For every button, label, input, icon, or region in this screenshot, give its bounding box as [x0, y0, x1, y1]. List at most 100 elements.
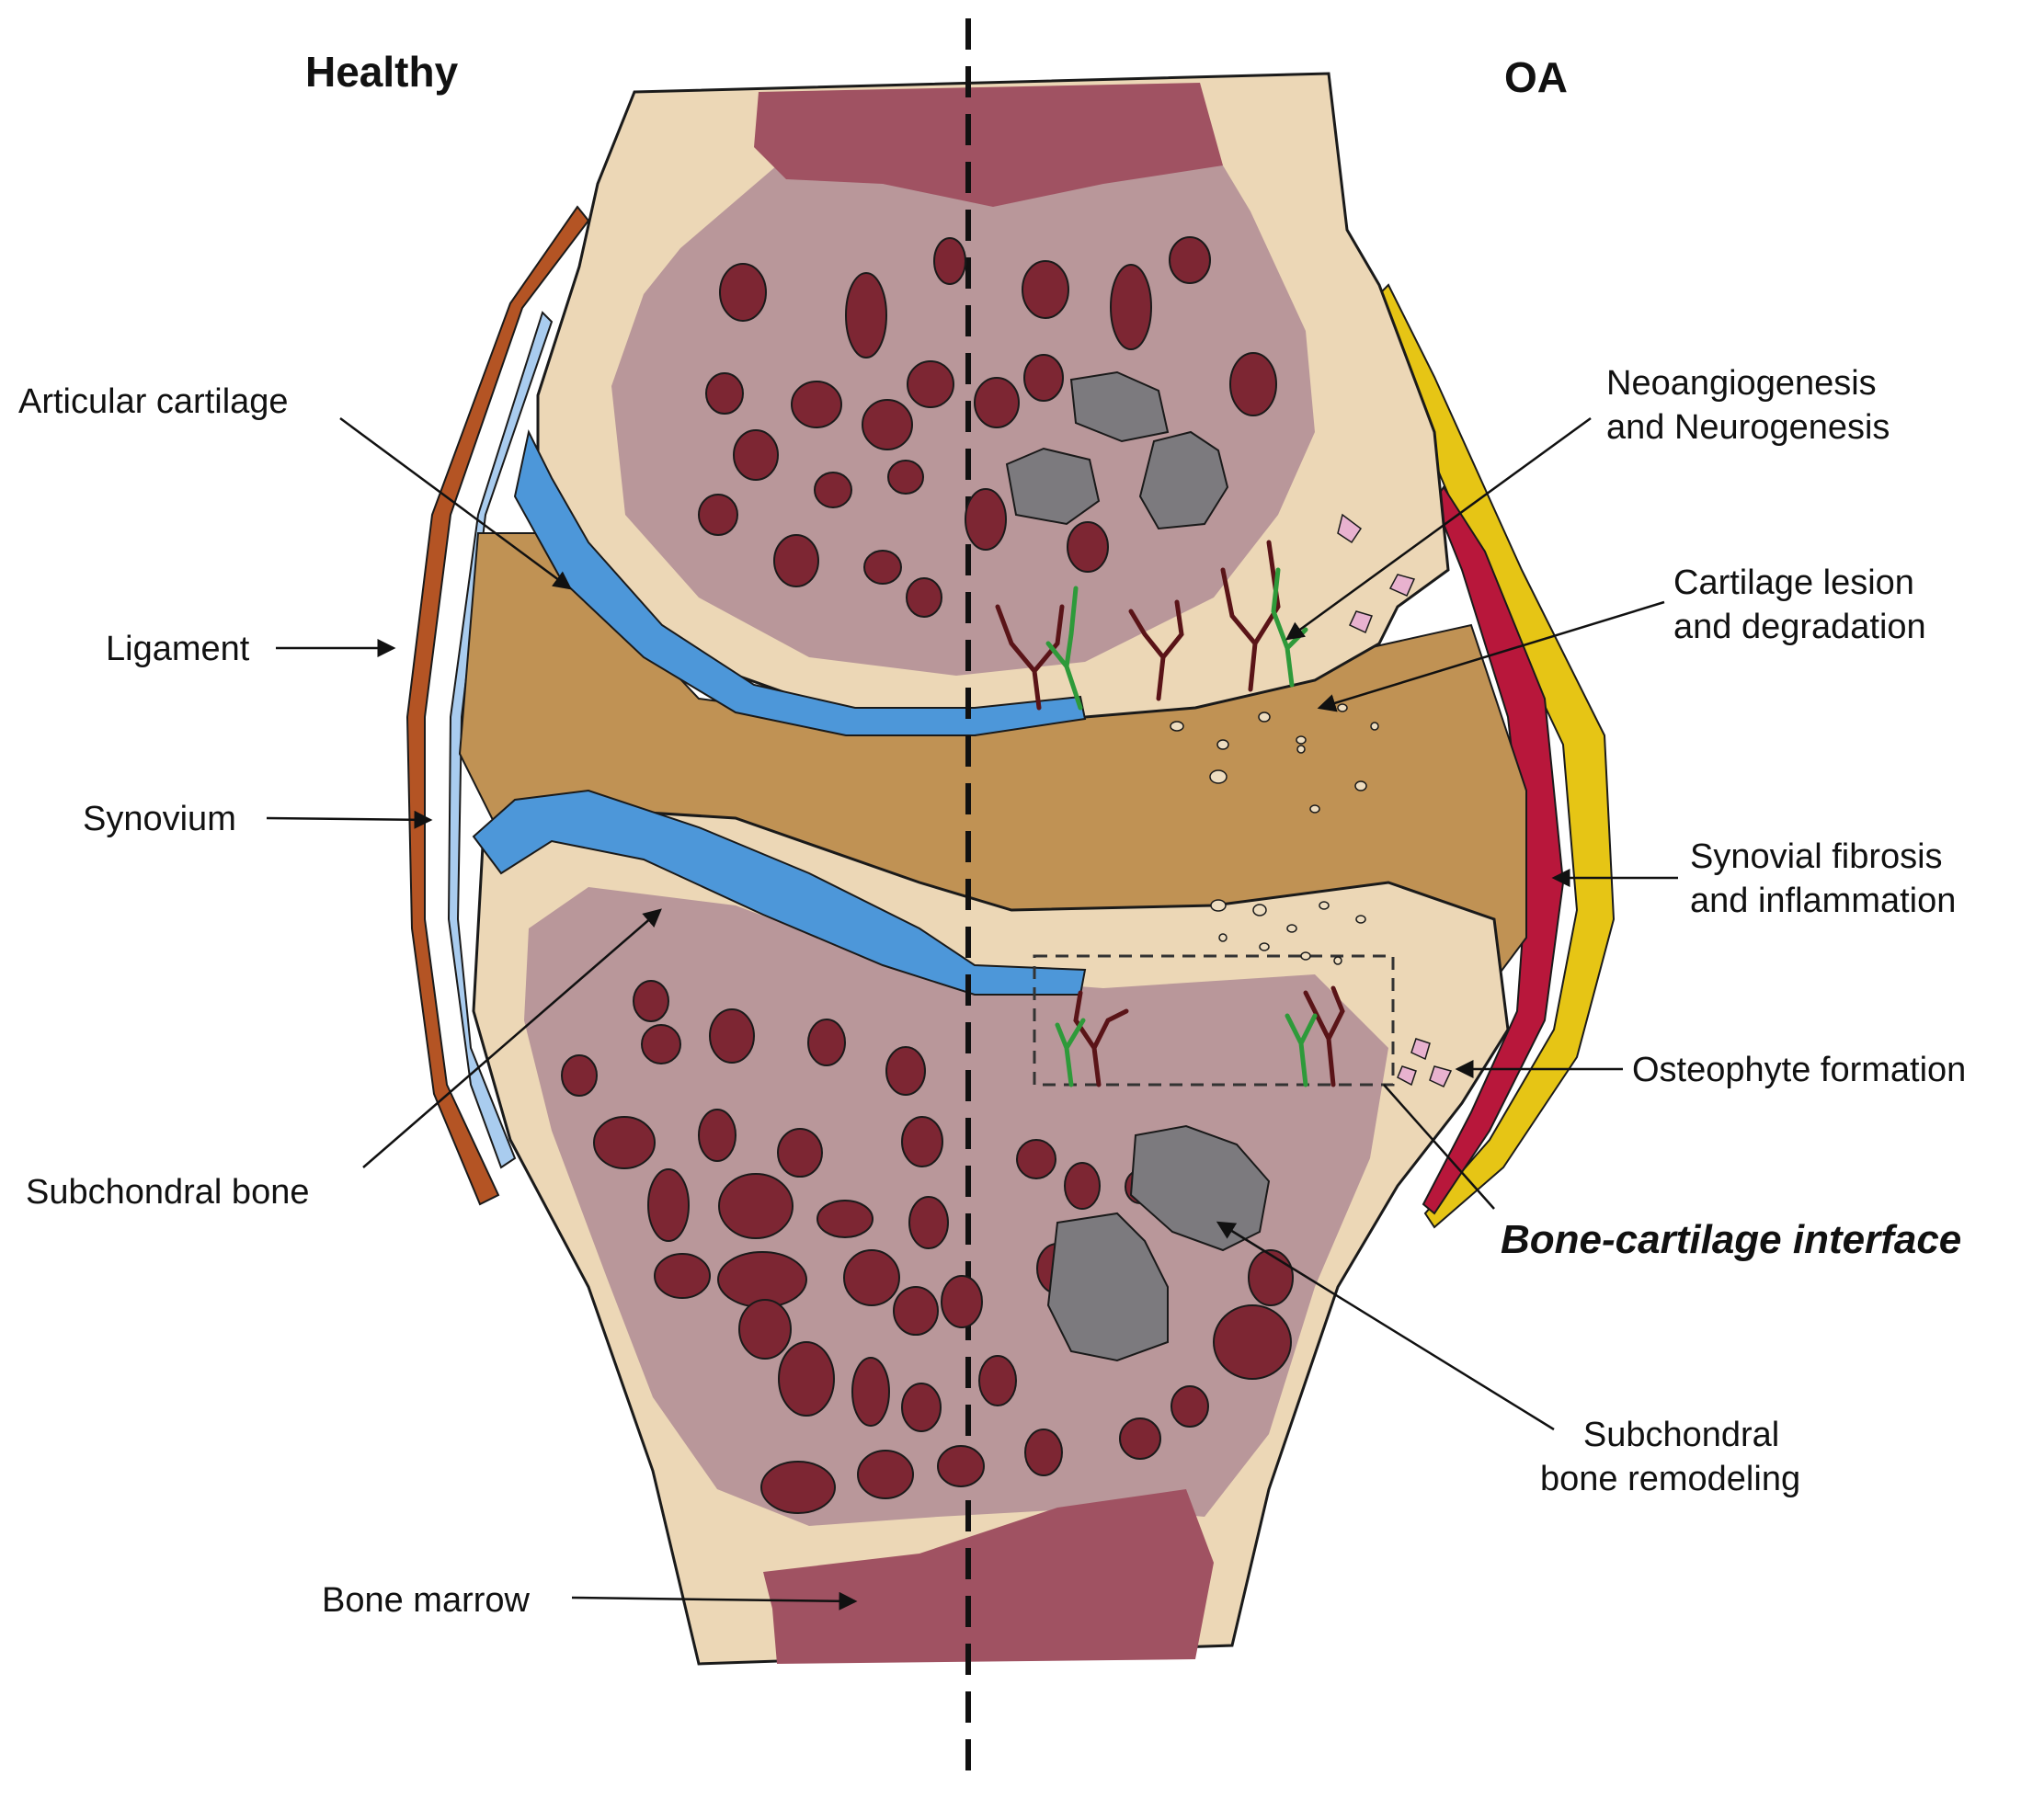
vessel-3 [1073, 990, 1129, 1087]
pore-1 [845, 272, 887, 359]
arrow-neoangiogenesis [1285, 416, 1592, 641]
pore-6 [705, 372, 744, 415]
osteophyte-4 [1397, 1065, 1417, 1087]
trabecular-pores [561, 236, 1294, 1514]
pore-52 [1170, 1385, 1209, 1428]
label-cartilage-lesion-line1: Cartilage lesion [1673, 563, 1914, 602]
pore-27 [561, 1054, 598, 1097]
pore-33 [718, 1173, 794, 1239]
pore-17 [773, 534, 819, 587]
fragment-5 [1370, 722, 1379, 731]
fragment-3 [1296, 735, 1307, 745]
pore-29 [698, 1109, 737, 1162]
arrow-subchondral-bone [362, 908, 662, 1168]
pore-32 [647, 1168, 690, 1242]
arrow-bone-marrow [571, 1591, 858, 1611]
fragment-9 [1309, 804, 1320, 814]
pore-37 [654, 1253, 711, 1299]
pore-50 [1024, 1429, 1063, 1476]
bone-cartilage-interface-box [1033, 954, 1395, 1087]
osteophyte-2 [1349, 610, 1373, 634]
pore-5 [1169, 236, 1211, 284]
pore-25 [885, 1046, 926, 1096]
pore-31 [901, 1116, 943, 1167]
pore-14 [887, 460, 924, 495]
fragment-18 [1333, 956, 1342, 965]
remodel-area-2 [1138, 430, 1229, 530]
pore-22 [633, 980, 669, 1022]
cartilage-fragments [1170, 703, 1379, 965]
label-subchondral-remodeling-line2: bone remodeling [1540, 1460, 1801, 1498]
label-synovium: Synovium [83, 800, 236, 838]
arrow-cartilage-lesion [1317, 600, 1665, 712]
pore-16 [698, 494, 738, 536]
ligament-layer [405, 205, 590, 1206]
lower-articular-cartilage [472, 789, 1087, 996]
vessel-1 [1128, 599, 1184, 701]
fragment-1 [1216, 739, 1229, 750]
pore-40 [893, 1286, 939, 1336]
label-osteophyte: Osteophyte formation [1632, 1051, 1967, 1089]
pore-23 [709, 1008, 755, 1064]
pore-18 [863, 550, 902, 585]
fragment-13 [1319, 901, 1330, 910]
pore-15 [965, 488, 1007, 551]
osteophyte-5 [1429, 1065, 1453, 1087]
fragment-17 [1300, 951, 1311, 961]
remodel-area-3 [1129, 1124, 1271, 1252]
vessel-2 [1220, 540, 1281, 692]
nerve-0 [1045, 586, 1083, 711]
leader-arrows [266, 416, 1678, 1611]
pore-7 [791, 381, 842, 428]
remodel-area-0 [1069, 370, 1170, 443]
remodel-area-4 [1046, 1212, 1169, 1362]
pore-3 [1022, 260, 1069, 319]
pore-44 [851, 1357, 890, 1427]
pore-49 [937, 1445, 985, 1487]
label-synovial-fibrosis-line2: and inflammation [1690, 882, 1957, 920]
pore-10 [974, 377, 1020, 428]
pore-30 [777, 1128, 823, 1178]
label-articular-cartilage: Articular cartilage [18, 382, 289, 421]
vessel-0 [995, 604, 1065, 711]
fragment-11 [1252, 904, 1267, 916]
pore-48 [857, 1450, 914, 1499]
pore-20 [1229, 352, 1277, 416]
label-subchondral-remodeling: Subchondral bone remodeling [1540, 1413, 1800, 1501]
fragment-2 [1258, 711, 1271, 723]
nerve-2 [1055, 1018, 1086, 1087]
pore-24 [807, 1019, 846, 1066]
arrow-articular-cartilage [339, 416, 573, 590]
header-oa: OA [1504, 53, 1568, 101]
pore-47 [760, 1461, 836, 1514]
pore-34 [816, 1200, 874, 1238]
label-synovial-fibrosis: Synovial fibrosis and inflammation [1690, 835, 1956, 923]
pore-43 [778, 1341, 835, 1417]
nerve-3 [1285, 1013, 1318, 1087]
pore-56 [1064, 1162, 1101, 1210]
lower-marrow-cavity [763, 1489, 1214, 1664]
pore-11 [1023, 354, 1064, 402]
vessel-4 [1303, 985, 1345, 1087]
pore-0 [719, 263, 767, 322]
osteophytes [1337, 513, 1453, 1087]
label-ligament: Ligament [106, 630, 250, 668]
pore-9 [907, 360, 954, 408]
remodel-area-1 [1005, 447, 1101, 526]
pore-2 [933, 237, 966, 285]
label-subchondral-remodeling-line1: Subchondral [1582, 1416, 1780, 1454]
osteophyte-1 [1388, 574, 1416, 597]
pore-26 [641, 1024, 681, 1064]
fragment-0 [1170, 721, 1184, 732]
pore-55 [1016, 1139, 1056, 1179]
pore-13 [814, 472, 852, 508]
osteophyte-0 [1337, 513, 1363, 544]
fragment-8 [1354, 780, 1367, 791]
pore-45 [901, 1383, 942, 1432]
pore-12 [733, 429, 779, 481]
label-cartilage-lesion: Cartilage lesion and degradation [1673, 561, 1926, 649]
fragment-14 [1355, 915, 1366, 924]
pore-35 [908, 1196, 949, 1249]
